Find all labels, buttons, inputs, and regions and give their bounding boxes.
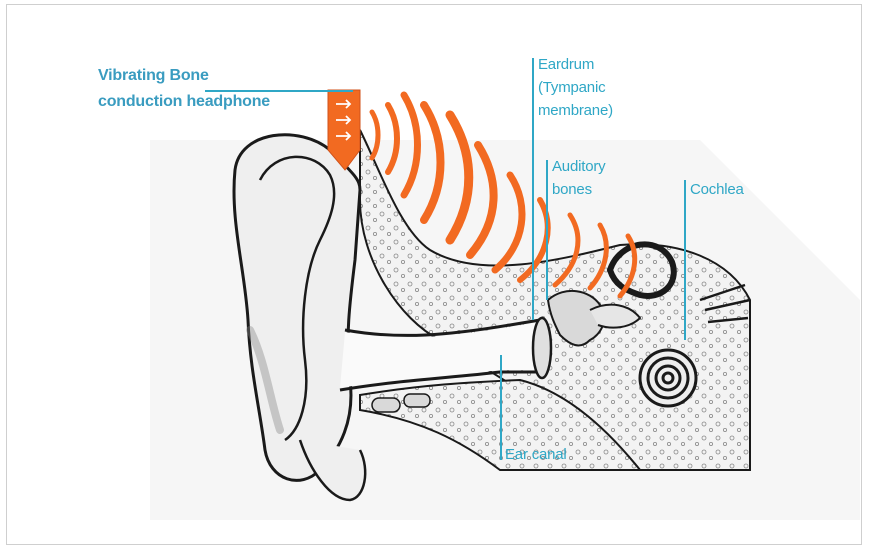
eardrum-label-line1: Eardrum: [538, 55, 594, 75]
eardrum-label-line3: membrane): [538, 101, 613, 121]
ear-canal-label: Ear canal: [505, 445, 567, 465]
auditory-pointer-line: [546, 160, 548, 300]
eardrum-label-line2: (Tympanic: [538, 78, 605, 98]
cochlea-pointer-line: [684, 180, 686, 340]
headphone-label-line2: conduction headphone: [98, 92, 270, 112]
canal-chamber-1: [372, 398, 400, 412]
auditory-label-line2: bones: [552, 180, 592, 200]
cochlea-label: Cochlea: [690, 180, 744, 200]
cochlea-spiral: [640, 350, 696, 406]
eardrum: [533, 318, 551, 378]
eardrum-pointer-line: [532, 58, 534, 320]
ear-canal-pointer-line: [500, 355, 502, 460]
headphone-label-line1: Vibrating Bone: [98, 66, 209, 86]
auditory-label-line1: Auditory: [552, 157, 605, 177]
canal-chamber-2: [404, 394, 430, 407]
headphone-pointer-line: [205, 90, 353, 92]
